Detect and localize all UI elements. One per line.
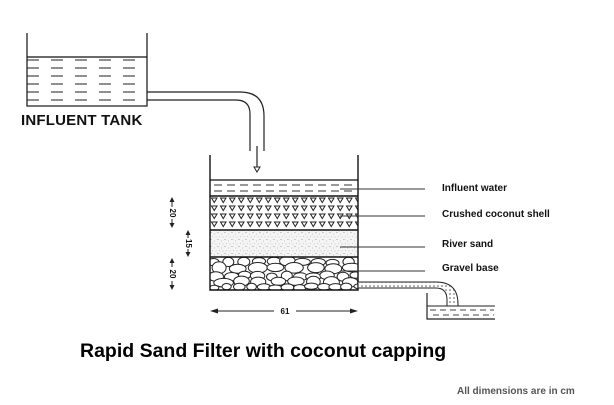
- diagram-title: Rapid Sand Filter with coconut capping: [80, 340, 447, 362]
- dimension-gravel: 20: [168, 258, 177, 290]
- label-coconut-shell: Crushed coconut shell: [442, 209, 550, 220]
- gravel-pebble: [353, 283, 358, 290]
- gravel-pebble: [210, 284, 220, 290]
- influent-tank-water: [27, 57, 147, 106]
- label-river-sand: River sand: [442, 239, 494, 250]
- dimension-sand-label: 15: [184, 239, 193, 248]
- dimension-width-label: 61: [281, 307, 290, 316]
- gravel-pebble: [270, 276, 287, 286]
- dimension-gravel-label: 20: [168, 270, 177, 279]
- gravel-pebble: [340, 282, 353, 290]
- gravel-pebble: [284, 262, 304, 274]
- gravel-pebble: [228, 263, 247, 274]
- dimension-coconut: 20: [168, 197, 177, 228]
- dimension-sand: 15: [184, 230, 193, 257]
- inlet-pipe: [147, 91, 265, 151]
- outlet-pipe: [357, 281, 459, 307]
- effluent-tank: [426, 293, 495, 320]
- gravel-pebble: [221, 283, 232, 290]
- gravel-pebble: [246, 282, 257, 290]
- gravel-pebble: [341, 262, 358, 273]
- gravel-pebble: [304, 282, 319, 290]
- label-gravel-base: Gravel base: [442, 263, 499, 274]
- units-note: All dimensions are in cm: [457, 386, 575, 397]
- coconut-shell-layer: [210, 196, 358, 230]
- gravel-pebble: [349, 271, 358, 279]
- filter-tank: [209, 155, 359, 291]
- influent-tank: [26, 33, 148, 107]
- leader-lines: [340, 188, 425, 272]
- dimension-width: 61: [210, 307, 358, 316]
- gravel-pebble: [266, 262, 285, 273]
- river-sand-layer: [210, 230, 358, 257]
- dimension-coconut-label: 20: [168, 209, 177, 218]
- gravel-layer: [210, 257, 358, 290]
- gravel-pebble: [233, 282, 246, 290]
- inflow-arrow: [253, 146, 261, 173]
- gravel-pebble: [307, 262, 325, 274]
- label-influent-water: Influent water: [442, 183, 508, 194]
- influent-tank-label: INFLUENT TANK: [21, 112, 143, 129]
